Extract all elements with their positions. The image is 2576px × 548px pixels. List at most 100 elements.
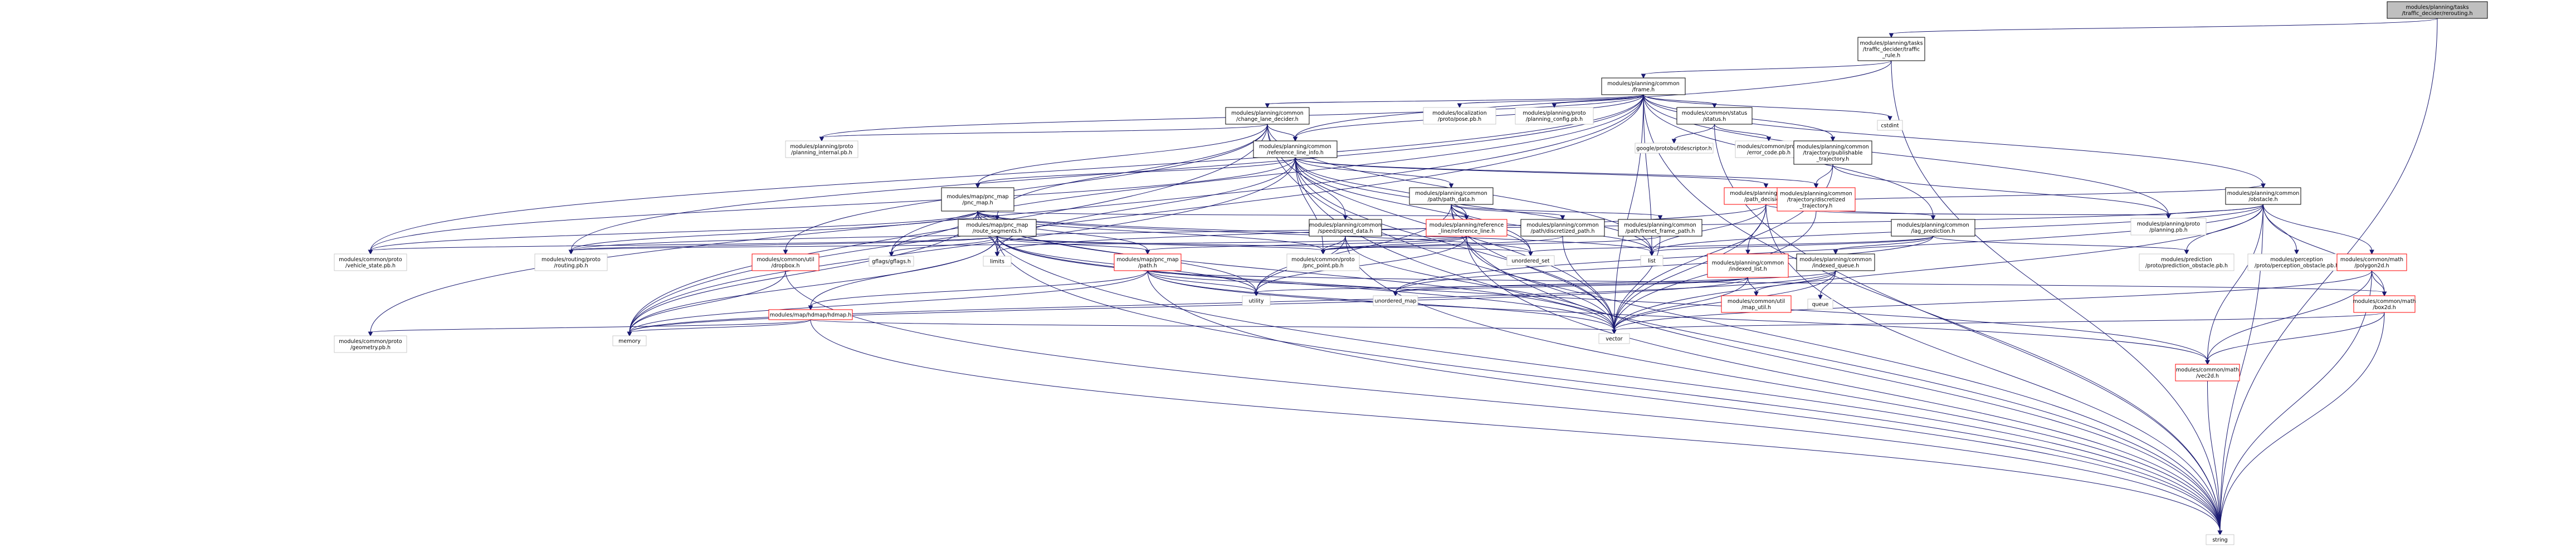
node-label-n34-line-0: modules/planning/common: [1712, 260, 1784, 266]
node-box-n18: [1309, 219, 1382, 237]
node-n42[interactable]: modules/common/util/map_util.h: [1721, 295, 1792, 313]
edge-arrowhead-n9-n15: [1763, 183, 1769, 189]
edge-n17-n39: [810, 236, 998, 307]
edge-arrowhead-n15-n34: [1745, 249, 1750, 255]
node-box-n13: [941, 187, 1014, 212]
edge-n39-n49: [810, 319, 2221, 532]
edge-n24-n41: [1395, 204, 2263, 293]
node-label-n19-line-0: modules/planning/reference: [1430, 222, 1504, 228]
node-label-n16-line-1: /trajectory/discretized: [1787, 197, 1845, 203]
edge-arrowhead-n0-n1: [1889, 33, 1894, 38]
node-n21[interactable]: modules/planning/common/path/frenet_fram…: [1618, 219, 1702, 237]
node-box-n12: [1793, 140, 1872, 165]
node-label-n8-line-1: /planning_internal.pb.h: [791, 150, 852, 156]
node-label-n41-line-0: unordered_map: [1375, 299, 1417, 305]
node-box-n41: [1373, 295, 1418, 306]
edge-n44-n48: [2207, 312, 2385, 361]
edge-n44-n47: [1614, 312, 2385, 331]
node-n43: queue: [1807, 299, 1833, 310]
node-n18[interactable]: modules/planning/common/speed/speed_data…: [1309, 219, 1382, 237]
node-label-n48-line-1: /vec2d.h: [2196, 373, 2219, 379]
node-label-n45-line-0: modules/common/proto: [339, 339, 402, 345]
node-label-n45-line-1: /geometry.pb.h: [350, 345, 391, 351]
node-n4[interactable]: modules/planning/common/change_lane_deci…: [1225, 107, 1310, 125]
node-n39[interactable]: modules/map/hdmap/hdmap.h: [768, 309, 853, 320]
node-label-n12-line-2: _trajectory.h: [1816, 156, 1850, 163]
node-n19[interactable]: modules/planning/reference_line/referenc…: [1426, 219, 1507, 237]
node-label-n14-line-0: modules/planning/common: [1415, 190, 1487, 197]
node-label-n20-line-1: /path/discretized_path.h: [1531, 228, 1595, 234]
node-label-n15-line-0: modules/planning/common: [1730, 190, 1802, 197]
node-n30[interactable]: modules/map/pnc_map/path.h: [1114, 253, 1182, 271]
node-n14[interactable]: modules/planning/common/path/path_data.h: [1409, 187, 1494, 205]
node-label-n17-line-0: modules/map/pnc_map: [966, 222, 1028, 228]
edge-n4-n49: [1267, 124, 2221, 532]
edge-n4-n8: [821, 124, 1268, 138]
node-box-n11: [1735, 140, 1803, 158]
node-n2[interactable]: modules/planning/common/frame.h: [1601, 77, 1686, 95]
edge-arrowhead-n38-n44: [2382, 291, 2387, 297]
node-box-n22: [1891, 219, 1975, 237]
node-n20[interactable]: modules/planning/common/path/discretized…: [1520, 219, 1605, 237]
node-n12[interactable]: modules/planning/common/trajectory/publi…: [1793, 140, 1872, 165]
edge-n1-n2: [1643, 60, 1892, 75]
edge-arrowhead-n35-n41: [1393, 291, 1398, 297]
edge-n19-n49: [1466, 236, 2221, 532]
node-n27[interactable]: modules/common/util/dropbox.h: [752, 253, 819, 271]
edge-n14-n49: [1451, 204, 2221, 532]
edge-n13-n49: [977, 211, 2221, 532]
node-label-n9-line-0: modules/planning/common: [1259, 144, 1331, 150]
node-label-n4-line-0: modules/planning/common: [1231, 110, 1304, 116]
node-label-n28-line-0: gflags/gflags.h: [872, 259, 911, 265]
node-n33: list: [1640, 255, 1663, 266]
node-n0[interactable]: modules/planning/tasks/traffic_decider/r…: [2387, 1, 2488, 19]
node-n34[interactable]: modules/planning/common/indexed_list.h: [1707, 253, 1789, 278]
node-n16[interactable]: modules/planning/common/trajectory/discr…: [1777, 187, 1856, 212]
node-label-n21-line-1: /path/frenet_frame_path.h: [1626, 228, 1695, 234]
edge-n9-n32: [1295, 157, 1531, 253]
node-box-n44: [2353, 295, 2416, 313]
node-label-n38-line-0: modules/common/math: [2340, 257, 2403, 263]
node-label-n16-line-2: _trajectory.h: [1799, 203, 1833, 209]
node-n35[interactable]: modules/planning/common/indexed_queue.h: [1796, 253, 1875, 271]
edge-arrowhead-n19-n30: [1145, 249, 1150, 255]
node-n1[interactable]: modules/planning/tasks/traffic_decider/t…: [1857, 37, 1925, 61]
node-box-n1: [1857, 37, 1925, 61]
node-box-n48: [2175, 364, 2240, 381]
node-n38[interactable]: modules/common/math/polygon2d.h: [2336, 253, 2407, 271]
edge-n22-n41: [1395, 236, 1934, 293]
node-label-n30-line-0: modules/map/pnc_map: [1116, 257, 1178, 263]
node-label-n23-line-0: modules/planning/proto: [2137, 221, 2200, 227]
node-n24[interactable]: modules/planning/common/obstacle.h: [2225, 187, 2301, 205]
edge-arrowhead-n9-n18: [1343, 215, 1348, 221]
edge-n9-n14: [1295, 157, 1452, 185]
edge-n39-n47: [810, 319, 1614, 331]
node-n17[interactable]: modules/map/pnc_map/route_segments.h: [958, 219, 1037, 237]
node-label-n46-line-0: memory: [618, 339, 641, 345]
edge-n13-n46: [629, 211, 978, 333]
node-label-n44-line-0: modules/common/math: [2353, 299, 2416, 305]
node-label-n1-line-0: modules/planning/tasks: [1860, 41, 1923, 47]
edge-n2-n4: [1267, 94, 1644, 105]
edge-arrowhead-n9-n14: [1448, 183, 1454, 189]
node-n46: memory: [612, 335, 647, 346]
node-n48[interactable]: modules/common/math/vec2d.h: [2175, 364, 2240, 381]
node-box-n42: [1721, 295, 1792, 313]
edge-arrowhead-n21-n31: [1320, 249, 1326, 255]
node-box-n31: [1286, 253, 1360, 271]
edge-n22-n36: [1933, 236, 2187, 251]
node-n7[interactable]: modules/common/status/status.h: [1676, 107, 1753, 125]
edge-n4-n9: [1267, 124, 1296, 138]
node-n9[interactable]: modules/planning/common/reference_line_i…: [1253, 140, 1338, 158]
edge-arrowhead-n27-n49: [2217, 530, 2223, 536]
node-label-n23-line-1: /planning.pb.h: [2149, 227, 2188, 233]
node-label-n31-line-1: /pnc_point.pb.h: [1302, 263, 1344, 269]
node-n26: modules/routing/proto/routing.pb.h: [534, 253, 608, 271]
node-label-n8-line-0: modules/planning/proto: [790, 144, 853, 150]
node-n44[interactable]: modules/common/math/box2d.h: [2353, 295, 2416, 313]
edge-n14-n21: [1451, 204, 1661, 217]
node-n22[interactable]: modules/planning/common/lag_prediction.h: [1891, 219, 1975, 237]
node-n13[interactable]: modules/map/pnc_map/pnc_map.h: [941, 187, 1014, 212]
node-box-n30: [1114, 253, 1182, 271]
edge-n34-n40: [1256, 277, 1748, 293]
